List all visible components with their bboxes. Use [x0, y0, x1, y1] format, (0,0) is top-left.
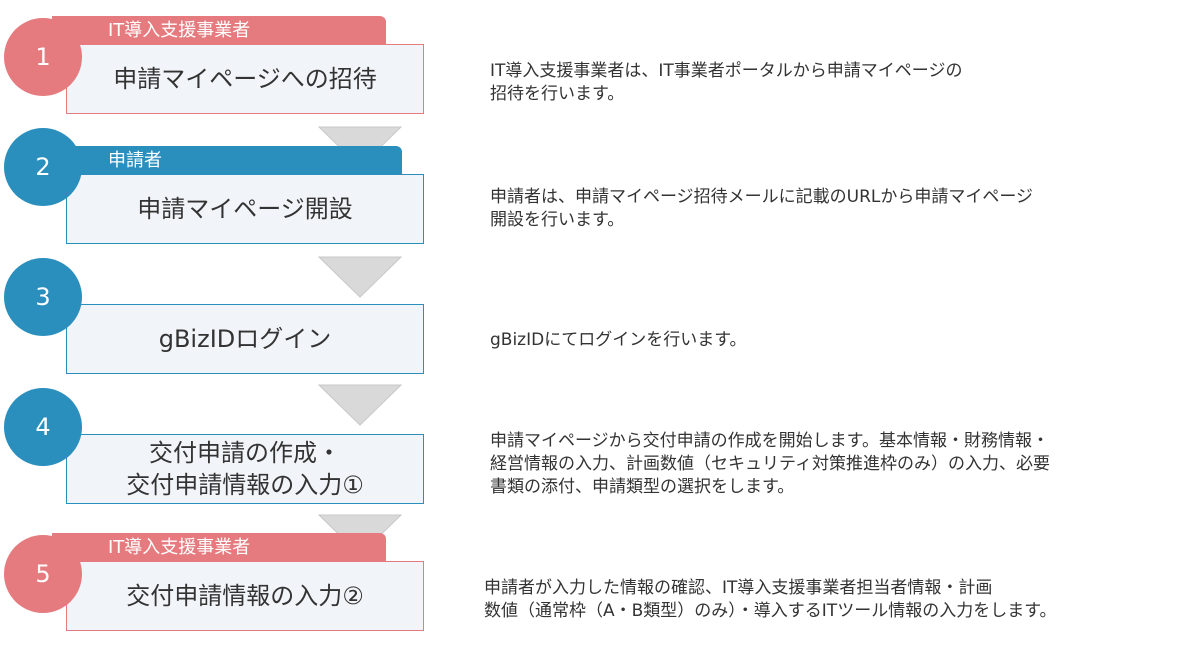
step-number-badge: 3 — [4, 258, 82, 336]
flow-step-2: 申請者 申請マイページ開設 2 申請者は、申請マイページ招待メールに記載のURL… — [0, 128, 1200, 266]
down-arrow-icon — [318, 384, 402, 426]
flow-step-4: 交付申請の作成・ 交付申請情報の入力① 4 申請マイページから交付申請の作成を開… — [0, 388, 1200, 526]
role-tab: 申請者 — [52, 146, 402, 176]
step-title: 交付申請の作成・ 交付申請情報の入力① — [126, 439, 364, 499]
step-description: 申請マイページから交付申請の作成を開始します。基本情報・財務情報・ 経営情報の入… — [490, 431, 1050, 497]
flow-step-1: IT導入支援事業者 申請マイページへの招待 1 IT導入支援事業者は、IT事業者… — [0, 16, 1200, 136]
role-tab: IT導入支援事業者 — [52, 533, 386, 563]
step-title: 申請マイページへの招待 — [113, 65, 377, 93]
step-description: 申請者が入力した情報の確認、IT導入支援事業者担当者情報・計画 数値（通常枠（A… — [484, 578, 1057, 621]
step-number-badge: 1 — [4, 18, 82, 96]
step-description: gBizIDにてログインを行います。 — [490, 330, 747, 350]
flow-step-5: IT導入支援事業者 交付申請情報の入力② 5 申請者が入力した情報の確認、IT導… — [0, 533, 1200, 653]
step-number-badge: 5 — [4, 535, 82, 613]
step-number-badge: 2 — [4, 128, 82, 206]
step-title-box: 申請マイページへの招待 — [66, 44, 424, 114]
flow-step-3: gBizIDログイン 3 gBizIDにてログインを行います。 — [0, 258, 1200, 396]
step-description: 申請者は、申請マイページ招待メールに記載のURLから申請マイページ 開設を行いま… — [490, 187, 1034, 230]
step-title-box: 交付申請の作成・ 交付申請情報の入力① — [66, 434, 424, 504]
step-title: 申請マイページ開設 — [137, 195, 353, 223]
step-title: 交付申請情報の入力② — [126, 582, 364, 610]
down-arrow-icon — [318, 256, 402, 298]
role-tab: IT導入支援事業者 — [52, 16, 386, 46]
step-title: gBizIDログイン — [158, 325, 332, 353]
step-number-badge: 4 — [4, 388, 82, 466]
step-description: IT導入支援事業者は、IT事業者ポータルから申請マイページの 招待を行います。 — [490, 61, 963, 104]
step-title-box: gBizIDログイン — [66, 304, 424, 374]
step-title-box: 申請マイページ開設 — [66, 174, 424, 244]
step-title-box: 交付申請情報の入力② — [66, 561, 424, 631]
